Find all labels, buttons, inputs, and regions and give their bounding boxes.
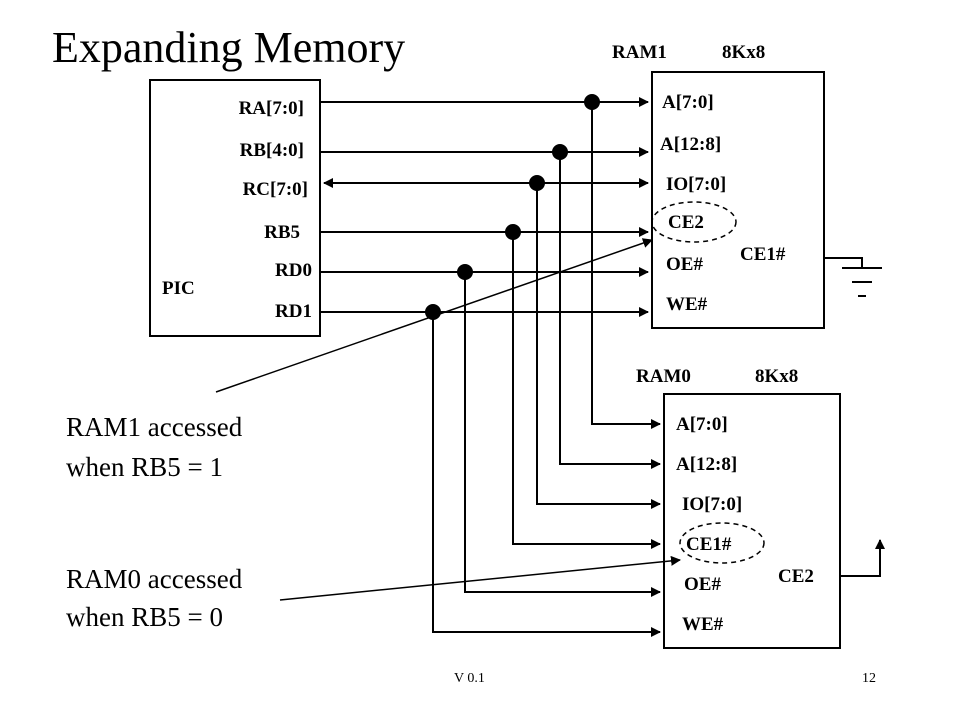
- ram1-annotation-line1: RAM1 accessed: [66, 412, 243, 442]
- pic-box: [149, 79, 321, 337]
- ram1-box: [651, 71, 825, 329]
- ram0-pin-ce2: CE2: [778, 566, 814, 587]
- ram0-annotation-line2: when RB5 = 0: [66, 602, 223, 632]
- ram0-name: RAM0: [636, 366, 691, 387]
- pic-pin-ra: RA[7:0]: [239, 98, 304, 119]
- ram1-pin-ce1: CE1#: [740, 244, 786, 265]
- ram0-ce2-vcc-wire: [840, 539, 885, 577]
- branch-rd1-ram0: [432, 312, 661, 637]
- branch-ra-ram0: [591, 102, 661, 429]
- ram0-box: [663, 393, 841, 649]
- ram0-annotation-pointer: [279, 555, 681, 601]
- ram0-annotation-line1: RAM0 accessed: [66, 564, 243, 594]
- ram1-name: RAM1: [612, 42, 667, 63]
- pic-pin-rb: RB[4:0]: [240, 140, 304, 161]
- ram1-ce1-ground-wire: [824, 257, 863, 268]
- branch-rb5-ram0: [512, 232, 661, 549]
- ram0-pin-ce1: CE1#: [686, 534, 732, 555]
- ram1-annotation-pointer: [215, 238, 653, 393]
- pic-pin-rd0: RD0: [275, 260, 312, 281]
- branch-rd0-ram0: [464, 272, 661, 597]
- ram0-pin-a70: A[7:0]: [676, 414, 728, 435]
- pic-pin-rb5: RB5: [264, 222, 300, 243]
- branch-rc-ram0: [536, 183, 661, 509]
- ram1-size: 8Kx8: [722, 42, 765, 63]
- ram1-ce2-highlight: [651, 201, 737, 243]
- ram1-pin-a70: A[7:0]: [662, 92, 714, 113]
- ram1-pin-a128: A[12:8]: [660, 134, 721, 155]
- ram1-annotation-line2: when RB5 = 1: [66, 452, 223, 482]
- ram0-pin-a128: A[12:8]: [676, 454, 737, 475]
- pic-pin-rd1: RD1: [275, 301, 312, 322]
- ram0-size: 8Kx8: [755, 366, 798, 387]
- ram1-pin-ce2: CE2: [668, 212, 704, 233]
- ram1-pin-io: IO[7:0]: [666, 174, 726, 195]
- ram0-ce1-highlight: [679, 522, 765, 564]
- ground-icon: [842, 267, 882, 297]
- slide-version: V 0.1: [454, 671, 485, 686]
- ram1-pin-oe: OE#: [666, 254, 703, 275]
- ram0-pin-we: WE#: [682, 614, 724, 635]
- slide-title: Expanding Memory: [52, 23, 405, 72]
- ram1-pin-we: WE#: [666, 294, 708, 315]
- ram0-pin-oe: OE#: [684, 574, 721, 595]
- slide-page-number: 12: [862, 671, 876, 686]
- pic-pin-rc: RC[7:0]: [243, 179, 308, 200]
- pic-name: PIC: [162, 278, 195, 299]
- ram0-pin-io: IO[7:0]: [682, 494, 742, 515]
- branch-rb-ram0: [559, 152, 661, 469]
